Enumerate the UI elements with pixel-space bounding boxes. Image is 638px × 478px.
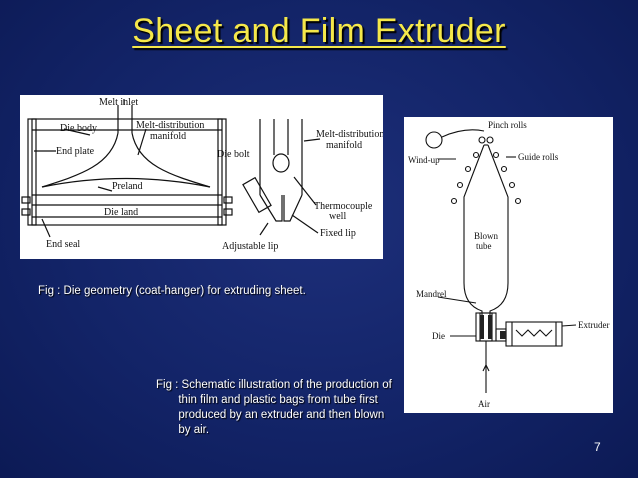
label-end-seal: End seal [46, 239, 80, 250]
label-air: Air [478, 399, 490, 409]
label-die: Die [432, 331, 445, 341]
blown-film-diagram: Pinch rolls Wind-up Guide rolls Blown tu… [408, 120, 610, 409]
label-end-plate: End plate [56, 146, 95, 157]
label-melt-inlet: Melt inlet [99, 97, 138, 108]
label-blown-tube-b: tube [476, 241, 492, 251]
label-guide-rolls: Guide rolls [518, 152, 559, 162]
label-die-body: Die body [60, 123, 97, 134]
slide-title: Sheet and Film Extruder [132, 12, 506, 50]
label-thermocouple-b: well [329, 211, 346, 222]
blown-film-figure: Pinch rolls Wind-up Guide rolls Blown tu… [404, 117, 613, 413]
label-die-bolt: Die bolt [217, 149, 250, 160]
label-melt-distribution-a: Melt-distribution [136, 120, 204, 131]
die-geometry-diagram: Melt inlet Die body Melt-distribution ma… [21, 97, 383, 252]
label-wind-up: Wind-up [408, 155, 440, 165]
label-melt-distribution2-b: manifold [326, 140, 362, 151]
die-geometry-figure: Melt inlet Die body Melt-distribution ma… [20, 95, 383, 259]
label-pinch-rolls: Pinch rolls [488, 120, 527, 130]
slide-number: 7 [594, 440, 601, 454]
label-melt-distribution-b: manifold [150, 131, 186, 142]
caption-die-geometry: Fig : Die geometry (coat-hanger) for ext… [38, 285, 306, 297]
label-blown-tube-a: Blown [474, 231, 499, 241]
label-mandrel: Mandrel [416, 289, 447, 299]
label-extruder: Extruder [578, 320, 610, 330]
label-die-land: Die land [104, 207, 138, 218]
caption-blown-film: Fig : Schematic illustration of the prod… [156, 379, 392, 436]
label-melt-distribution2-a: Melt-distribution [316, 129, 383, 140]
label-thermocouple-a: Thermocouple [314, 201, 373, 212]
label-fixed-lip: Fixed lip [320, 228, 356, 239]
label-adjustable-lip: Adjustable lip [222, 241, 278, 252]
label-preland: Preland [112, 181, 143, 192]
